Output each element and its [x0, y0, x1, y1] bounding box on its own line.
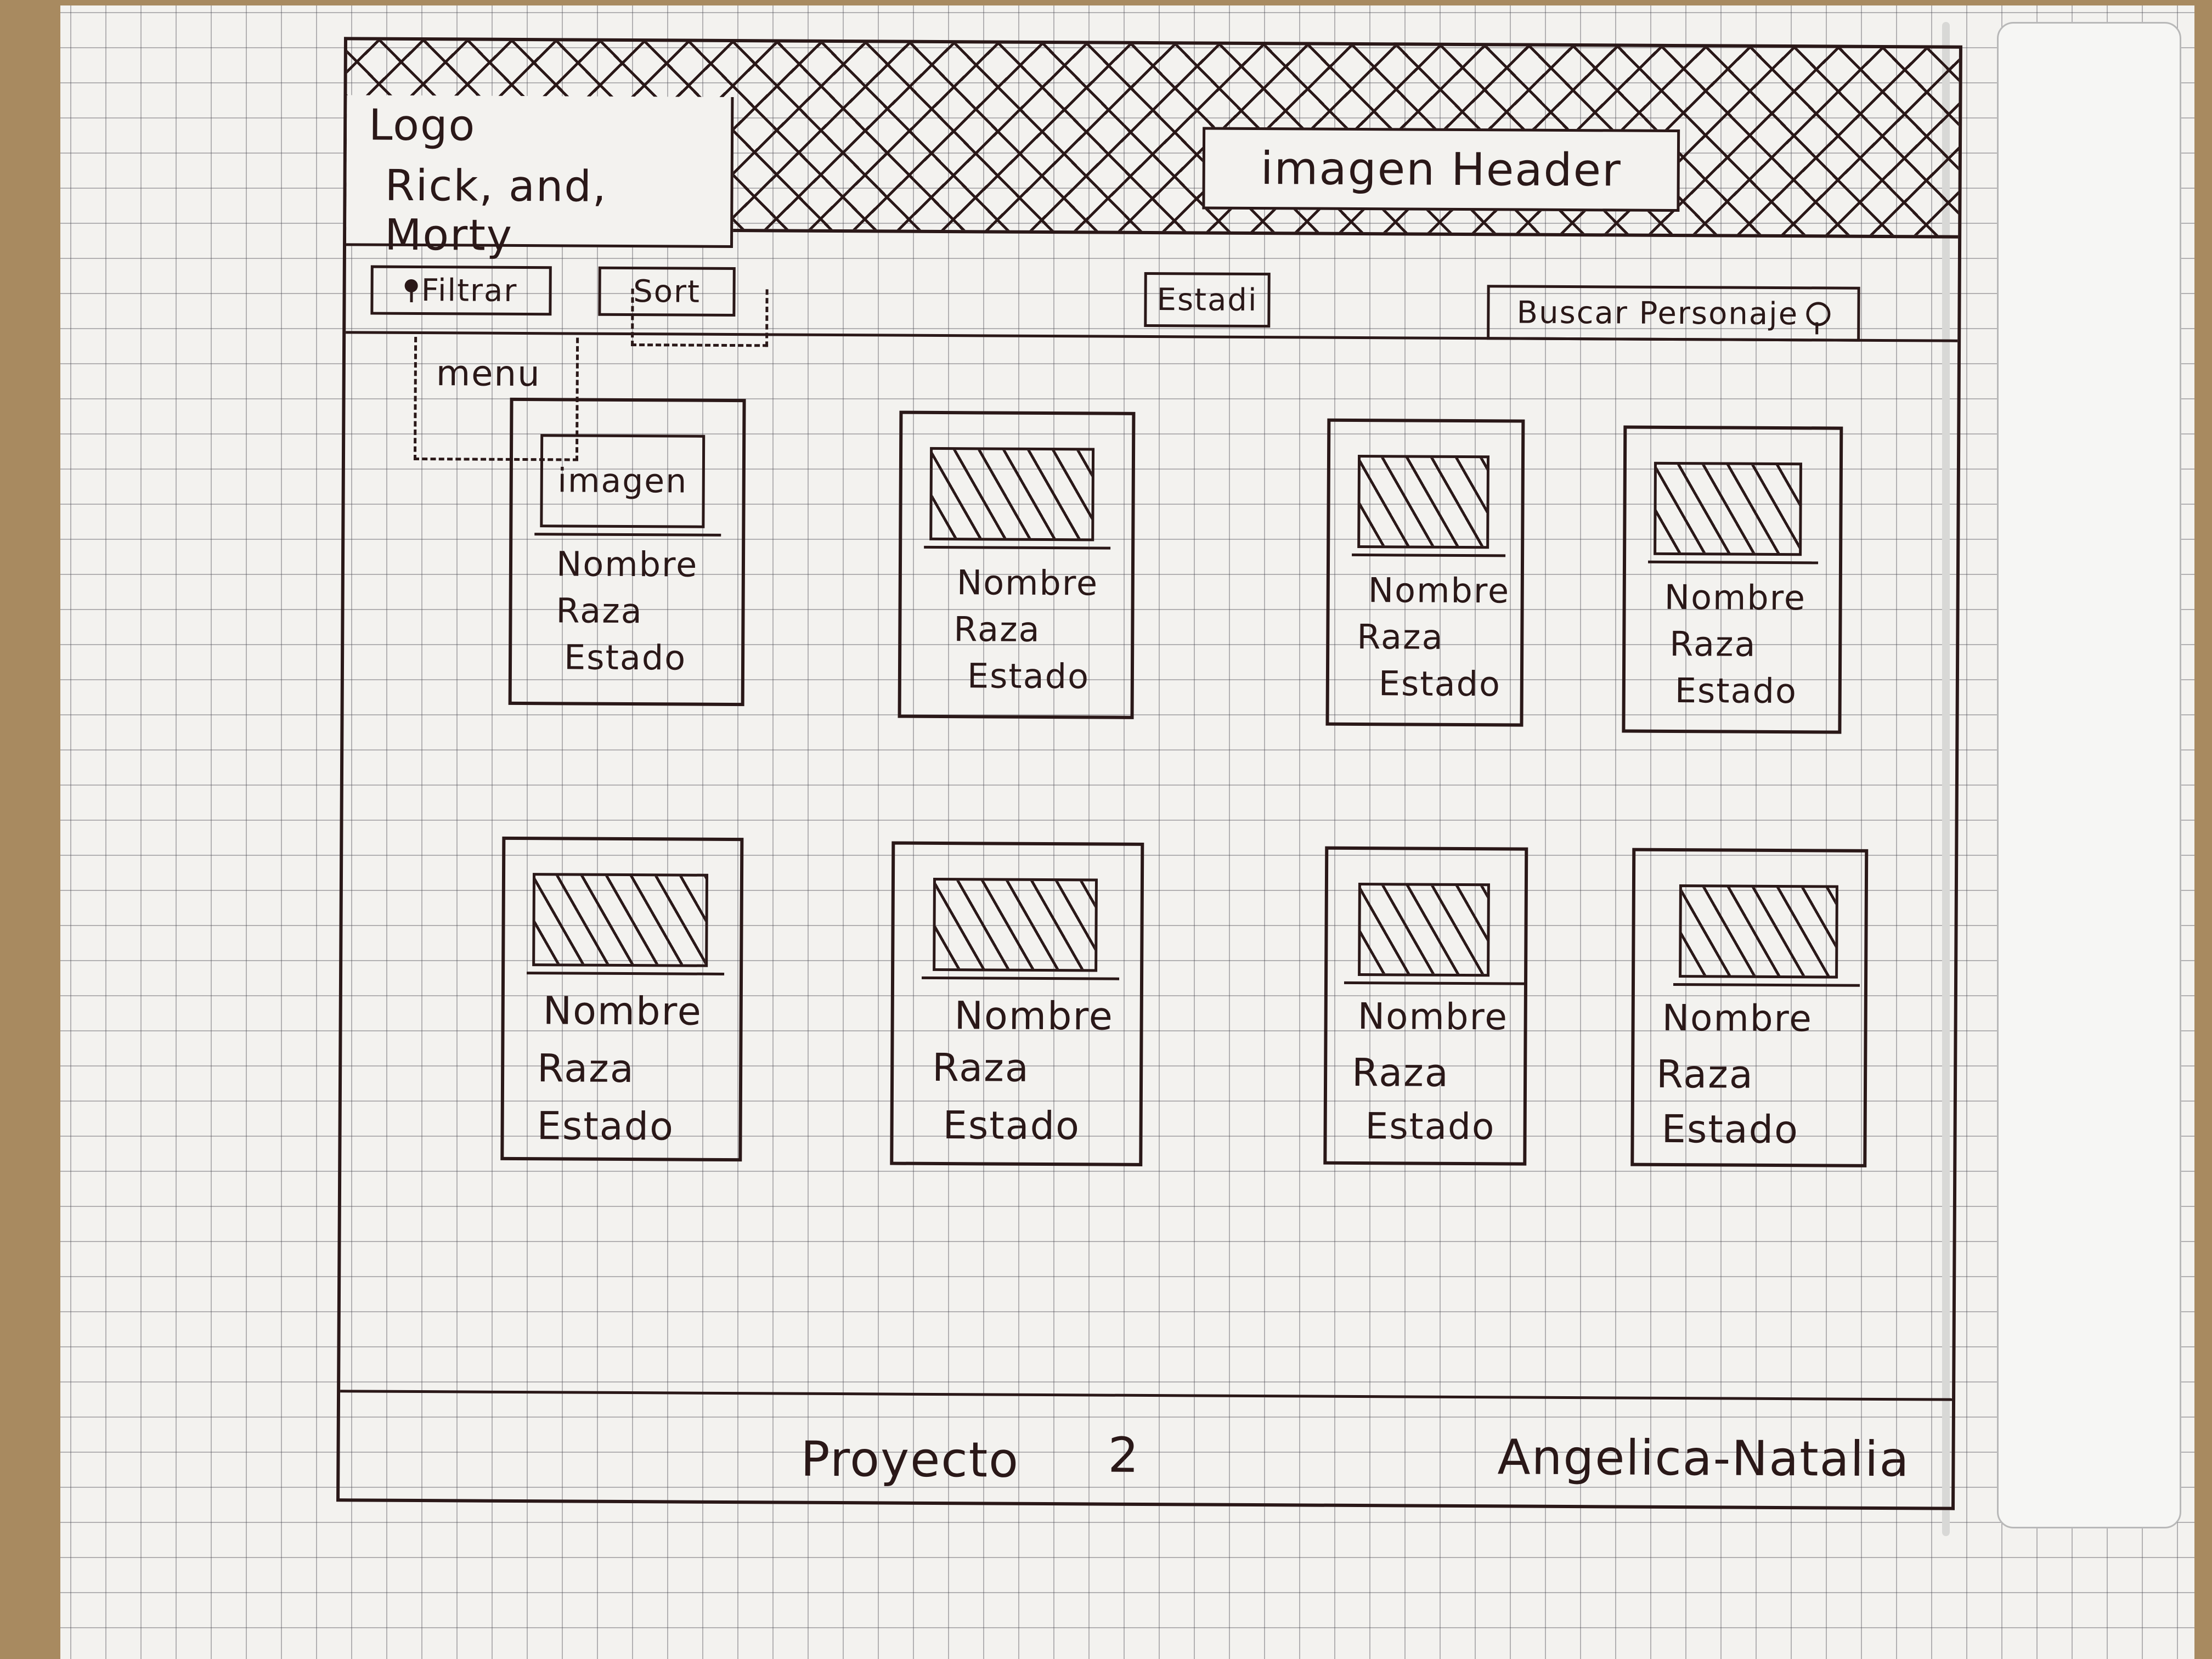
footer-divider — [340, 1390, 1953, 1401]
stats-button[interactable]: Estadi — [1144, 272, 1271, 328]
card-status: Estado — [563, 637, 687, 678]
filter-button-label: Filtrar — [421, 272, 518, 309]
character-card[interactable]: Nombre Raza Estado — [1622, 425, 1843, 734]
card-divider — [534, 533, 721, 537]
card-race: Raza — [953, 609, 1041, 650]
character-card[interactable]: Nombre Raza Estado — [1325, 418, 1525, 727]
card-divider — [1344, 981, 1526, 985]
card-name: Nombre — [956, 562, 1099, 603]
card-image-placeholder — [929, 447, 1095, 541]
card-divider — [922, 976, 1120, 980]
logo-box[interactable]: Logo Rick, and, Morty — [346, 95, 734, 261]
card-race: Raza — [1351, 1049, 1450, 1096]
card-image-placeholder — [1654, 461, 1802, 556]
paper-edge — [1942, 22, 1950, 1536]
search-input[interactable]: Buscar Personaje — [1487, 285, 1860, 342]
card-status: Estado — [1365, 1105, 1496, 1148]
card-divider — [1648, 560, 1819, 565]
card-divider — [527, 972, 725, 975]
card-status: Estado — [1674, 670, 1798, 712]
card-divider — [1673, 983, 1860, 987]
search-icon — [1806, 302, 1831, 326]
character-card[interactable]: Nombre Raza Estado — [1630, 848, 1869, 1167]
card-status: Estado — [537, 1103, 675, 1149]
card-name: Nombre — [1662, 996, 1813, 1040]
card-race: Raza — [1669, 623, 1757, 664]
character-card[interactable]: Nombre Raza Estado — [1323, 846, 1528, 1166]
card-status: Estado — [967, 656, 1090, 697]
card-divider — [924, 545, 1111, 550]
card-status: Estado — [943, 1103, 1081, 1149]
filter-button[interactable]: Filtrar — [370, 265, 552, 316]
character-card[interactable]: Nombre Raza Estado — [890, 841, 1144, 1166]
sort-dropdown[interactable] — [631, 289, 769, 347]
card-name: Nombre — [543, 988, 703, 1034]
card-image-placeholder — [1358, 882, 1490, 977]
footer-authors: Angelica-Natalia — [1497, 1429, 1910, 1488]
card-status: Estado — [1661, 1106, 1799, 1153]
card-race: Raza — [556, 590, 643, 631]
card-name: Nombre — [556, 544, 698, 585]
menu-label: menu — [436, 353, 541, 395]
card-divider — [1352, 553, 1506, 557]
stats-button-label: Estadi — [1156, 281, 1258, 318]
card-status: Estado — [1378, 663, 1502, 704]
character-card[interactable]: Nombre Raza Estado — [500, 836, 744, 1162]
footer-project-label: Proyecto — [800, 1430, 1020, 1488]
pin-icon — [405, 279, 418, 301]
card-image-placeholder: imagen — [540, 434, 706, 528]
footer-project-number: 2 — [1108, 1426, 1140, 1483]
toolbar: Filtrar Sort Estadi Buscar Personaje — [346, 232, 1959, 342]
card-image-placeholder — [1357, 454, 1490, 549]
card-race: Raza — [537, 1046, 635, 1092]
adjacent-page — [1997, 22, 2181, 1528]
card-race: Raza — [1656, 1051, 1754, 1097]
card-image-placeholder — [933, 877, 1098, 972]
card-name: Nombre — [1368, 570, 1510, 611]
page-header: Logo Rick, and, Morty imagen Header — [346, 40, 1959, 261]
logo-label: Logo — [368, 100, 476, 151]
wireframe-frame: Logo Rick, and, Morty imagen Header Filt… — [336, 37, 1962, 1510]
card-race: Raza — [1357, 616, 1444, 657]
card-image-placeholder — [532, 873, 709, 967]
search-input-label: Buscar Personaje — [1516, 294, 1799, 332]
card-image-placeholder — [1679, 884, 1838, 979]
header-image-placeholder: imagen Header — [1202, 127, 1680, 212]
character-card[interactable]: Nombre Raza Estado — [898, 410, 1136, 719]
card-name: Nombre — [1664, 577, 1807, 618]
character-card[interactable]: imagen Nombre Raza Estado — [508, 397, 746, 707]
card-name: Nombre — [1357, 995, 1509, 1039]
card-race: Raza — [932, 1045, 1030, 1091]
card-name: Nombre — [954, 993, 1114, 1039]
